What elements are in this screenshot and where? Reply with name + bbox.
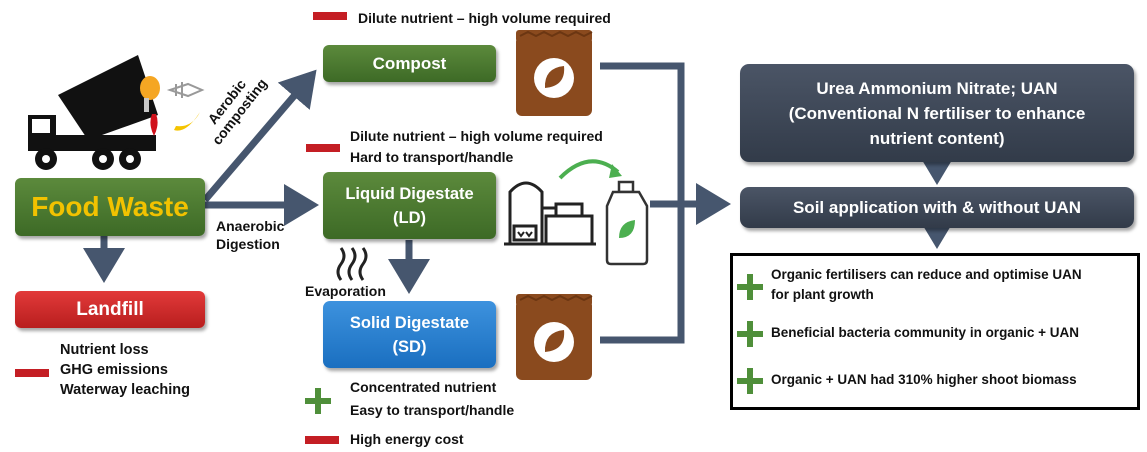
food-scraps-icon: [140, 76, 205, 136]
compost-box: Compost: [323, 45, 496, 82]
sd-label-line: Solid Digestate: [349, 313, 470, 332]
uan-label-line: (Conventional N fertiliser to enhance: [788, 103, 1086, 123]
uan-label-line: Urea Ammonium Nitrate; UAN: [816, 78, 1058, 98]
landfill-note-line: Nutrient loss: [60, 342, 149, 358]
heat-waves-icon: [336, 247, 368, 281]
finding-text: Organic + UAN had 310% higher shoot biom…: [771, 372, 1077, 387]
compost-label: Compost: [372, 53, 447, 73]
minus-icon: [313, 12, 347, 20]
finding-text: Beneficial bacteria community in organic…: [771, 325, 1079, 340]
sd-positive-note-line: Concentrated nutrient: [350, 379, 497, 395]
fertiliser-bag-icon: [516, 294, 593, 380]
ld-note-line: Dilute nutrient – high volume required: [350, 128, 603, 144]
soil-application-label: Soil application with & without UAN: [792, 197, 1082, 217]
finding-item: Organic + UAN had 310% higher shoot biom…: [771, 371, 1077, 389]
minus-icon: [305, 436, 339, 444]
landfill-box: Landfill: [15, 291, 205, 328]
ld-note-line: Hard to transport/handle: [350, 149, 514, 165]
landfill-note-line: Waterway leaching: [60, 382, 191, 398]
ld-note: Dilute nutrient – high volume required H…: [350, 126, 603, 168]
plus-icon: [737, 368, 763, 394]
plus-icon: [737, 321, 763, 347]
soil-application-box: Soil application with & without UAN: [740, 187, 1134, 228]
anaerobic-label-line: Anaerobic: [216, 218, 285, 234]
anaerobic-label: Anaerobic Digestion: [216, 217, 284, 253]
uan-box: Urea Ammonium Nitrate; UAN (Conventional…: [740, 64, 1134, 162]
plus-icon: [737, 274, 763, 300]
uan-label-line: nutrient content): [869, 128, 1005, 148]
connector-sd: [600, 204, 685, 344]
minus-icon: [306, 144, 340, 152]
sd-positive-note-line: Easy to transport/handle: [350, 402, 515, 418]
minus-icon: [15, 369, 49, 377]
sd-label-line: (SD): [392, 337, 427, 356]
sd-positive-note: Concentrated nutrient Easy to transport/…: [350, 376, 514, 422]
liquid-digestate-box: Liquid Digestate (LD): [323, 172, 496, 239]
findings-panel: Organic fertilisers can reduce and optim…: [730, 253, 1140, 410]
arrow-food-to-compost: [202, 69, 317, 203]
connector-compost: [600, 62, 685, 204]
landfill-label: Landfill: [76, 298, 144, 320]
finding-item: Organic fertilisers can reduce and optim…: [771, 265, 1082, 305]
dump-truck-icon: [28, 55, 158, 170]
finding-item: Beneficial bacteria community in organic…: [771, 324, 1079, 342]
ld-label-line: (LD): [393, 208, 426, 227]
liquid-bottle-icon: [605, 180, 649, 266]
finding-text: Organic fertilisers can reduce and optim…: [771, 267, 1082, 282]
landfill-note: Nutrient loss GHG emissions Waterway lea…: [60, 340, 190, 400]
evaporation-label: Evaporation: [305, 283, 386, 299]
biogas-plant-icon: [504, 181, 596, 246]
food-waste-label: Food Waste: [31, 191, 189, 222]
ld-label-line: Liquid Digestate: [345, 184, 474, 203]
solid-digestate-box: Solid Digestate (SD): [323, 301, 496, 368]
fertiliser-bag-icon: [516, 30, 593, 116]
sd-negative-note: High energy cost: [350, 431, 464, 447]
plus-icon: [305, 388, 331, 414]
anaerobic-label-line: Digestion: [216, 236, 280, 252]
finding-text: for plant growth: [771, 287, 874, 302]
food-waste-box: Food Waste: [15, 178, 205, 236]
landfill-note-line: GHG emissions: [60, 362, 168, 378]
compost-note: Dilute nutrient – high volume required: [358, 10, 611, 26]
